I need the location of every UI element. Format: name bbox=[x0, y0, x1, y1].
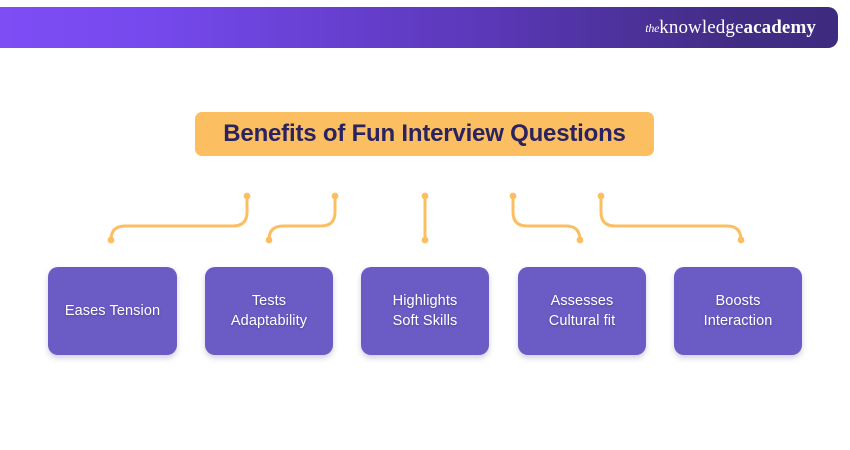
connector-tests-adaptability-path bbox=[267, 194, 337, 242]
connector-dot-top-2 bbox=[331, 192, 339, 200]
connector-dot-bottom-1 bbox=[107, 236, 115, 244]
brand-logo-the: the bbox=[645, 20, 660, 35]
page-title-banner: Benefits of Fun Interview Questions bbox=[195, 112, 654, 156]
benefit-box-assesses-cultural-fit[interactable]: Assesses Cultural fit bbox=[518, 267, 646, 355]
connector-assesses-cultural-fit-path bbox=[511, 194, 582, 242]
benefit-box-label: Eases Tension bbox=[64, 303, 161, 319]
connector-dot-bottom-2 bbox=[265, 236, 273, 244]
brand-logo-academy: academy bbox=[743, 16, 816, 38]
benefit-box-label: Highlights Soft Skills bbox=[392, 293, 458, 329]
connector-dot-top-1 bbox=[243, 192, 251, 200]
benefit-boxes-row: Eases Tension Tests Adaptability Highlig… bbox=[0, 267, 850, 355]
benefit-box-tests-adaptability[interactable]: Tests Adaptability bbox=[205, 267, 333, 355]
benefit-box-eases-tension[interactable]: Eases Tension bbox=[48, 267, 177, 355]
benefit-box-label: Tests Adaptability bbox=[230, 293, 308, 329]
header-bar: theknowledgeacademy bbox=[0, 7, 838, 48]
connector-dot-bottom-3 bbox=[421, 236, 429, 244]
page-title: Benefits of Fun Interview Questions bbox=[223, 120, 626, 147]
connector-dot-bottom-5 bbox=[737, 236, 745, 244]
benefit-box-label: Assesses Cultural fit bbox=[548, 293, 616, 329]
connector-dot-top-4 bbox=[509, 192, 517, 200]
brand-logo: theknowledgeacademy bbox=[645, 17, 816, 39]
connector-eases-tension-path bbox=[109, 194, 249, 242]
connector-boosts-interaction-path bbox=[599, 194, 743, 242]
benefit-box-boosts-interaction[interactable]: Boosts Interaction bbox=[674, 267, 802, 355]
benefit-box-highlights-soft-skills[interactable]: Highlights Soft Skills bbox=[361, 267, 489, 355]
connector-dot-bottom-4 bbox=[576, 236, 584, 244]
connector-dot-top-3 bbox=[421, 192, 429, 200]
connector-endpoint-dots bbox=[107, 192, 745, 244]
benefit-box-label: Boosts Interaction bbox=[703, 293, 773, 329]
brand-logo-knowledge: knowledge bbox=[659, 16, 744, 38]
connector-dot-top-5 bbox=[597, 192, 605, 200]
